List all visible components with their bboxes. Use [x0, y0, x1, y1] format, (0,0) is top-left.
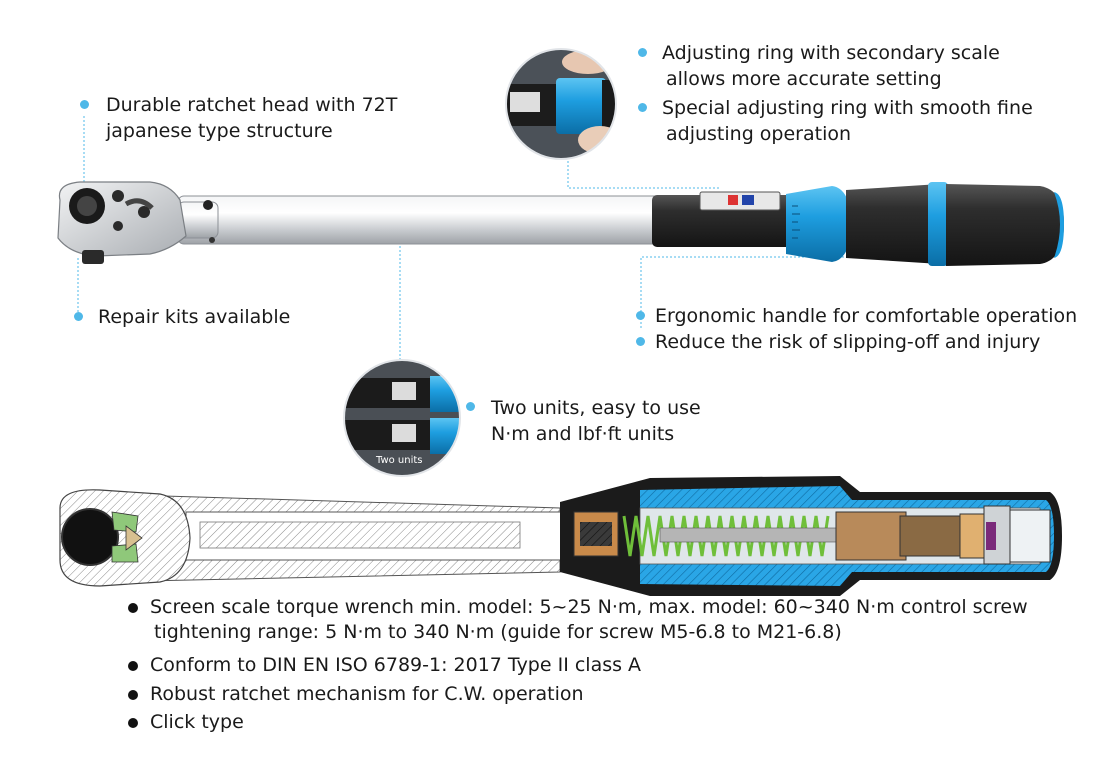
callout-line: allows more accurate setting	[666, 68, 942, 90]
callout-line: japanese type structure	[106, 120, 333, 142]
callout-line: Adjusting ring with secondary scale	[662, 42, 1000, 64]
adjusting-ring-inset	[505, 48, 617, 160]
feature-text: Conform to DIN EN ISO 6789-1: 2017 Type …	[150, 654, 642, 676]
feature-text: Screen scale torque wrench min. model: 5…	[150, 596, 1028, 618]
callout-line: Special adjusting ring with smooth fine	[662, 97, 1033, 119]
repair-kits-callout: Repair kits available	[98, 306, 291, 328]
callout-dot	[638, 48, 647, 57]
feature-item: Robust ratchet mechanism for C.W. operat…	[128, 682, 1028, 707]
cross-section-diagram	[59, 476, 1062, 596]
ergonomic-callout: Ergonomic handle for comfortable operati…	[655, 305, 1078, 327]
callout-dot	[466, 402, 475, 411]
adjusting-ring-callout: Adjusting ring with secondary scale allo…	[662, 40, 1000, 92]
callout-dot	[80, 100, 89, 109]
feature-text: tightening range: 5 N·m to 340 N·m (guid…	[154, 621, 842, 643]
torque-wrench-photo	[57, 181, 1064, 266]
feature-text: Robust ratchet mechanism for C.W. operat…	[150, 683, 584, 705]
two-units-inset	[343, 359, 461, 477]
two-units-callout: Two units, easy to use N·m and lbf·ft un…	[491, 395, 701, 447]
callout-line: adjusting operation	[666, 123, 852, 145]
inset-label: Two units	[376, 455, 423, 466]
callout-dot	[636, 337, 645, 346]
callout-dot	[636, 311, 645, 320]
feature-item: Screen scale torque wrench min. model: 5…	[128, 595, 1028, 645]
feature-text: Click type	[150, 711, 244, 733]
callout-line: Durable ratchet head with 72T	[106, 94, 398, 116]
feature-item: Conform to DIN EN ISO 6789-1: 2017 Type …	[128, 653, 1028, 678]
callout-dot	[638, 103, 647, 112]
feature-item: Click type	[128, 710, 1028, 735]
callout-dot	[74, 312, 83, 321]
callout-line: N·m and lbf·ft units	[491, 423, 675, 445]
special-ring-callout: Special adjusting ring with smooth fine …	[662, 95, 1033, 147]
slip-callout: Reduce the risk of slipping-off and inju…	[655, 331, 1041, 353]
ratchet-head-callout: Durable ratchet head with 72T japanese t…	[106, 92, 397, 144]
feature-list: Screen scale torque wrench min. model: 5…	[128, 595, 1028, 738]
callout-line: Two units, easy to use	[491, 397, 701, 419]
